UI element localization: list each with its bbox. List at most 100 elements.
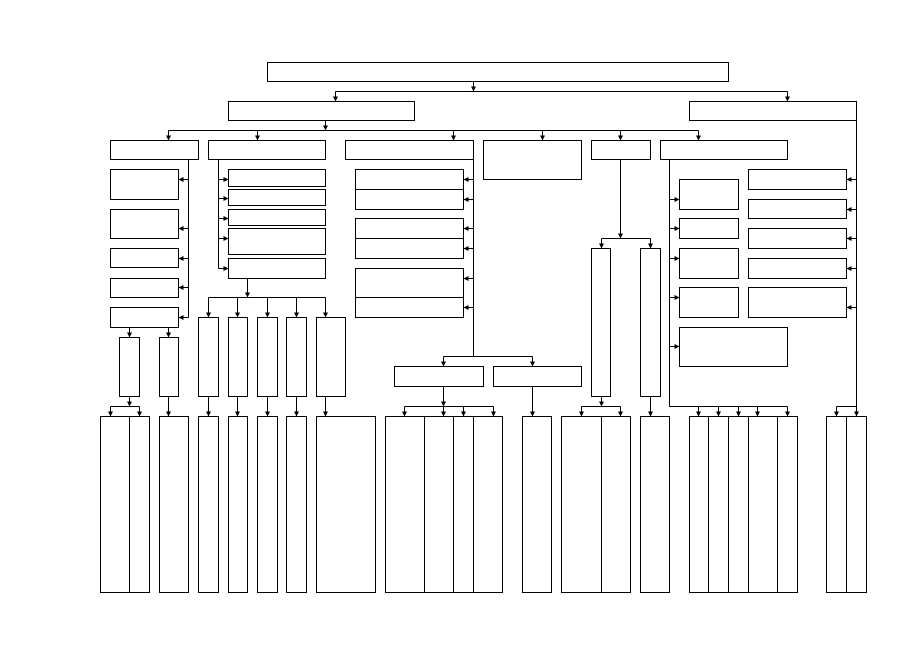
connector-arrow-68 bbox=[785, 411, 790, 417]
connector-arrow-14 bbox=[178, 285, 184, 290]
connector-arrow-50 bbox=[491, 411, 496, 417]
connector-arrow-47 bbox=[402, 411, 407, 417]
connector-arrow-24 bbox=[223, 216, 229, 221]
diagram-node-61 bbox=[748, 416, 778, 593]
connector-arrow-55 bbox=[599, 401, 604, 407]
connector-arrow-13 bbox=[178, 256, 184, 261]
connector-arrow-39 bbox=[463, 197, 469, 202]
diagram-node-22 bbox=[228, 209, 326, 226]
diagram-node-2 bbox=[228, 101, 415, 121]
connector-arrow-34 bbox=[235, 411, 240, 417]
connector-arrow-52 bbox=[618, 233, 623, 239]
diagram-node-41 bbox=[394, 366, 484, 387]
connector-arrow-73 bbox=[846, 305, 852, 310]
diagram-node-23 bbox=[228, 228, 326, 255]
diagram-node-14 bbox=[110, 307, 179, 328]
diagram-node-25 bbox=[198, 317, 219, 397]
connector-arrow-23 bbox=[223, 196, 229, 201]
connector-arrow-36 bbox=[294, 411, 299, 417]
diagram-node-10 bbox=[110, 169, 179, 200]
connector-arrow-10 bbox=[696, 135, 701, 141]
connector-arrow-41 bbox=[463, 246, 469, 251]
diagram-node-27 bbox=[257, 317, 278, 397]
diagram-node-55 bbox=[679, 248, 739, 279]
diagram-node-11 bbox=[110, 209, 179, 239]
connector-arrow-26 bbox=[223, 266, 229, 271]
connector-arrow-28 bbox=[206, 312, 211, 318]
connector-arrow-72 bbox=[846, 266, 852, 271]
connector-arrow-58 bbox=[648, 411, 653, 417]
connector-arrow-16 bbox=[127, 332, 132, 338]
diagram-node-53 bbox=[679, 179, 739, 210]
diagram-node-3 bbox=[689, 101, 857, 121]
diagram-node-26 bbox=[228, 317, 248, 397]
diagram-node-37 bbox=[355, 218, 464, 239]
connector-arrow-38 bbox=[463, 177, 469, 182]
diagram-node-58 bbox=[689, 416, 709, 593]
diagram-node-40 bbox=[355, 297, 464, 318]
connector-arrow-69 bbox=[846, 177, 852, 182]
diagram-node-43 bbox=[385, 416, 425, 593]
connector-arrow-29 bbox=[235, 312, 240, 318]
diagram-node-7 bbox=[483, 140, 582, 180]
connector-arrow-32 bbox=[323, 312, 328, 318]
connector-arrow-12 bbox=[178, 226, 184, 231]
connector-arrow-66 bbox=[736, 411, 741, 417]
connector-arrow-11 bbox=[178, 177, 184, 182]
connector-arrow-42 bbox=[463, 276, 469, 281]
diagram-node-45 bbox=[453, 416, 474, 593]
diagram-node-44 bbox=[424, 416, 454, 593]
diagram-node-13 bbox=[110, 278, 179, 298]
connector-arrow-7 bbox=[451, 135, 456, 141]
diagram-node-12 bbox=[110, 248, 179, 268]
connector-arrow-43 bbox=[463, 305, 469, 310]
diagram-node-56 bbox=[679, 287, 739, 318]
connector-arrow-6 bbox=[255, 135, 260, 141]
connector-arrow-75 bbox=[854, 411, 859, 417]
connector-arrow-67 bbox=[755, 411, 760, 417]
diagram-node-52 bbox=[640, 416, 670, 593]
diagram-node-16 bbox=[159, 337, 179, 397]
diagram-node-66 bbox=[748, 258, 847, 279]
connector-arrow-62 bbox=[674, 295, 680, 300]
connector-arrow-30 bbox=[265, 312, 270, 318]
diagram-node-54 bbox=[679, 218, 739, 239]
connector-arrow-60 bbox=[674, 226, 680, 231]
diagram-node-64 bbox=[748, 199, 847, 219]
diagram-node-39 bbox=[355, 268, 464, 298]
connector-arrow-8 bbox=[540, 135, 545, 141]
connector-arrow-33 bbox=[206, 411, 211, 417]
connector-arrow-48 bbox=[441, 411, 446, 417]
connector-arrow-51 bbox=[530, 411, 535, 417]
connector-arrow-65 bbox=[716, 411, 721, 417]
diagram-node-30 bbox=[198, 416, 219, 593]
connector-arrow-37 bbox=[323, 411, 328, 417]
diagram-node-24 bbox=[228, 258, 326, 279]
diagram-node-29 bbox=[316, 317, 346, 397]
diagram-node-48 bbox=[591, 248, 611, 397]
connector-arrow-46 bbox=[441, 401, 446, 407]
diagram-node-59 bbox=[708, 416, 729, 593]
connector-arrow-59 bbox=[674, 197, 680, 202]
diagram-node-9 bbox=[660, 140, 788, 160]
diagram-node-18 bbox=[129, 416, 150, 593]
connector-arrow-21 bbox=[166, 411, 171, 417]
diagram-node-31 bbox=[228, 416, 248, 593]
connector-arrow-63 bbox=[674, 344, 680, 349]
diagram-node-19 bbox=[159, 416, 189, 593]
diagram-node-17 bbox=[100, 416, 130, 593]
connector-arrow-31 bbox=[294, 312, 299, 318]
connector-arrow-9 bbox=[618, 135, 623, 141]
diagram-node-1 bbox=[267, 62, 729, 82]
diagram-node-50 bbox=[561, 416, 602, 593]
diagram-node-68 bbox=[826, 416, 847, 593]
diagram-node-36 bbox=[355, 189, 464, 210]
connector-arrow-35 bbox=[265, 411, 270, 417]
connector-arrow-71 bbox=[846, 236, 852, 241]
diagram-node-65 bbox=[748, 228, 847, 249]
diagram-node-42 bbox=[493, 366, 582, 387]
diagram-node-34 bbox=[316, 416, 376, 593]
diagram-node-67 bbox=[748, 287, 847, 318]
diagram-node-6 bbox=[345, 140, 474, 160]
